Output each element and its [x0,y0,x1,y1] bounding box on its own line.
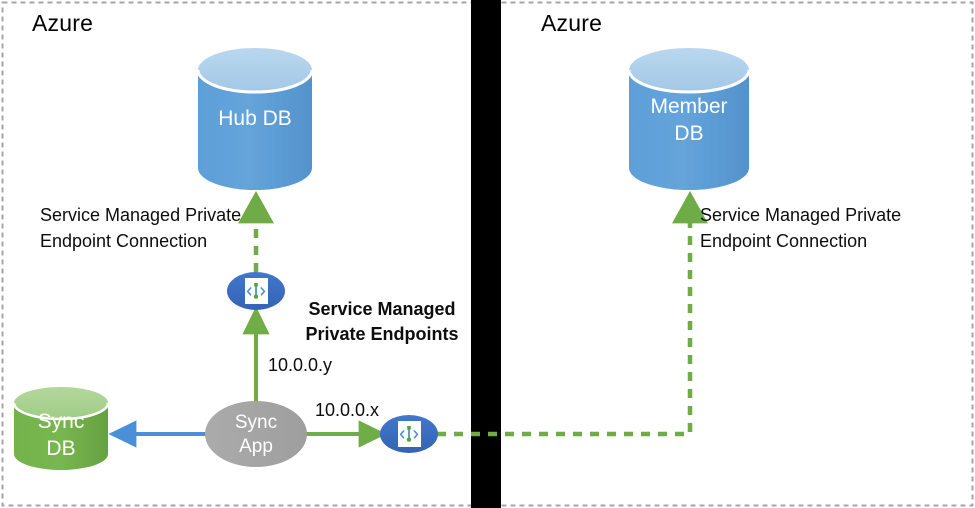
right-endpoint-connection-annotation: Service Managed Private Endpoint Connect… [700,205,902,251]
left-endpoint-connection-annotation: Service Managed Private Endpoint Connect… [40,205,242,251]
private-endpoint-lower[interactable] [380,415,438,453]
connector-lower-endpoint-to-member-db [437,190,708,437]
ip-label-upper: 10.0.0.y [268,355,333,375]
service-managed-private-endpoints-annotation: Service Managed Private Endpoints [305,299,459,344]
private-endpoint-upper[interactable] [227,272,285,310]
member-db-shape [627,48,751,190]
left-panel-title: Azure [32,10,94,36]
private-endpoint-icon [398,421,421,447]
hub-db-shape [196,48,314,190]
region-divider [471,0,501,508]
right-panel-title: Azure [541,10,603,36]
sync-app-shape [205,401,307,467]
ip-label-lower: 10.0.0.x [315,400,380,420]
private-endpoint-icon [245,278,268,304]
sync-db-shape [12,387,110,470]
